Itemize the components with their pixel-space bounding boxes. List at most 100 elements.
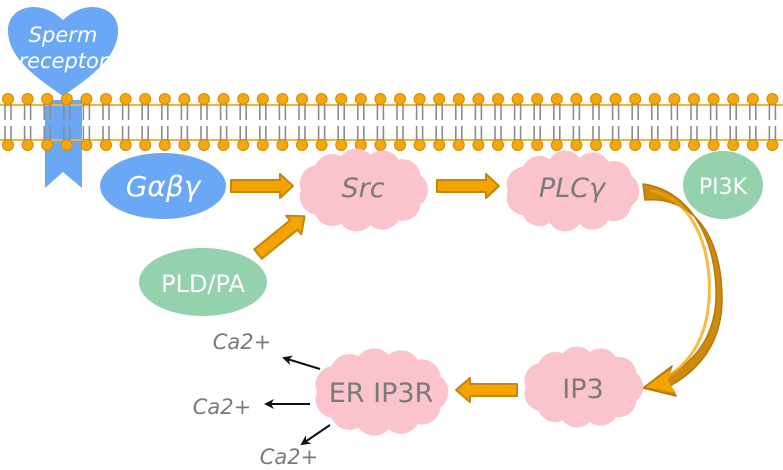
lipid-pair: [315, 93, 328, 151]
node-galpha: Gαβγ: [100, 153, 226, 219]
node-pldpa: PLD/PA: [139, 248, 267, 316]
ip3-label: IP3: [562, 374, 603, 405]
lipid-head: [296, 93, 308, 105]
lipid-head: [648, 139, 661, 151]
lipid-pair: [452, 93, 465, 151]
lipid-head: [41, 93, 54, 105]
lipid-head: [60, 93, 73, 105]
lipid-head: [727, 139, 740, 151]
arrow-ip3-to-er: [455, 377, 518, 403]
lipid-pair: [648, 93, 661, 151]
cloud-body: [516, 163, 628, 219]
lipid-head: [550, 93, 563, 105]
lipid-head: [550, 139, 563, 151]
lipid-head: [433, 93, 446, 105]
lipid-head: [668, 93, 681, 105]
lipid-head: [60, 139, 73, 151]
lipid-head: [21, 139, 34, 151]
lipid-head: [746, 93, 759, 105]
lipid-pair: [590, 93, 602, 151]
arrow-plcg-to-ip3-curved: [642, 183, 723, 397]
lipid-head: [531, 93, 544, 105]
lipid-head: [629, 139, 642, 151]
lipid-head: [511, 139, 524, 151]
arrow-pldpa-to-src: [253, 214, 306, 260]
lipid-pair: [237, 93, 250, 151]
lipid-pair: [511, 93, 524, 151]
galpha-ellipse: [100, 153, 226, 219]
lipid-head: [237, 93, 250, 105]
lipid-pair: [492, 93, 504, 151]
lipid-pair: [668, 93, 681, 151]
lipid-head: [570, 93, 583, 105]
node-src: [299, 148, 429, 232]
lipid-head: [570, 139, 583, 151]
lipid-head: [452, 139, 465, 151]
lipid-head: [276, 139, 289, 151]
lipid-head: [198, 139, 210, 151]
lipid-pair: [746, 93, 759, 151]
lipid-head: [590, 139, 602, 151]
lipid-pair: [570, 93, 583, 151]
lipid-head: [727, 93, 740, 105]
lipid-head: [158, 139, 171, 151]
lipid-pair: [413, 93, 426, 151]
node-er-ip3r: [315, 348, 449, 436]
lipid-head: [354, 93, 367, 105]
lipid-head: [688, 139, 700, 151]
lipid-head: [492, 93, 504, 105]
lipid-pair: [198, 93, 210, 151]
receptor-label-line2: receptor: [18, 49, 108, 73]
lipid-head: [766, 139, 779, 151]
lipid-head: [707, 93, 720, 105]
node-plcg: [506, 150, 640, 232]
lipid-bilayer: [0, 93, 783, 151]
lipid-head: [119, 139, 132, 151]
lipid-pair: [296, 93, 308, 151]
lipid-head: [2, 93, 14, 105]
lipid-pair: [119, 93, 132, 151]
lipid-pair: [100, 93, 112, 151]
lipid-head: [217, 139, 230, 151]
lipid-pair: [2, 93, 14, 151]
plcg-label: PLCγ: [539, 173, 607, 204]
lipid-head: [2, 139, 14, 151]
lipid-head: [198, 93, 210, 105]
lipid-pair: [80, 93, 93, 151]
lipid-head: [335, 93, 348, 105]
lipid-pair: [139, 93, 152, 151]
lipid-pair: [335, 93, 348, 151]
lipid-head: [119, 93, 132, 105]
lipid-head: [394, 139, 406, 151]
lipid-head: [256, 93, 269, 105]
lipid-head: [609, 93, 622, 105]
pi3k-label: PI3K: [699, 175, 748, 200]
receptor-label-line1: Sperm: [29, 23, 98, 47]
lipid-pair: [41, 93, 54, 151]
lipid-head: [394, 93, 406, 105]
pldpa-ellipse: [139, 248, 267, 316]
receptor-heart-icon: [7, 6, 119, 97]
lipid-head: [217, 93, 230, 105]
lipid-head: [139, 139, 152, 151]
lipid-head: [472, 139, 485, 151]
lipid-head: [452, 93, 465, 105]
cloud-body: [311, 161, 415, 219]
lipid-pair: [688, 93, 700, 151]
lipid-pair: [550, 93, 563, 151]
lipid-head: [80, 139, 93, 151]
lipid-head: [590, 93, 602, 105]
lipid-pair: [217, 93, 230, 151]
lipid-head: [433, 139, 446, 151]
lipid-pair: [433, 93, 446, 151]
pi3k-ellipse: [683, 151, 763, 219]
pldpa-label: PLD/PA: [161, 270, 245, 298]
lipid-pair: [707, 93, 720, 151]
lipid-pair: [276, 93, 289, 151]
lipid-head: [472, 93, 485, 105]
lipid-head: [296, 139, 308, 151]
lipid-pair: [727, 93, 740, 151]
lipid-head: [707, 139, 720, 151]
lipid-head: [80, 93, 93, 105]
